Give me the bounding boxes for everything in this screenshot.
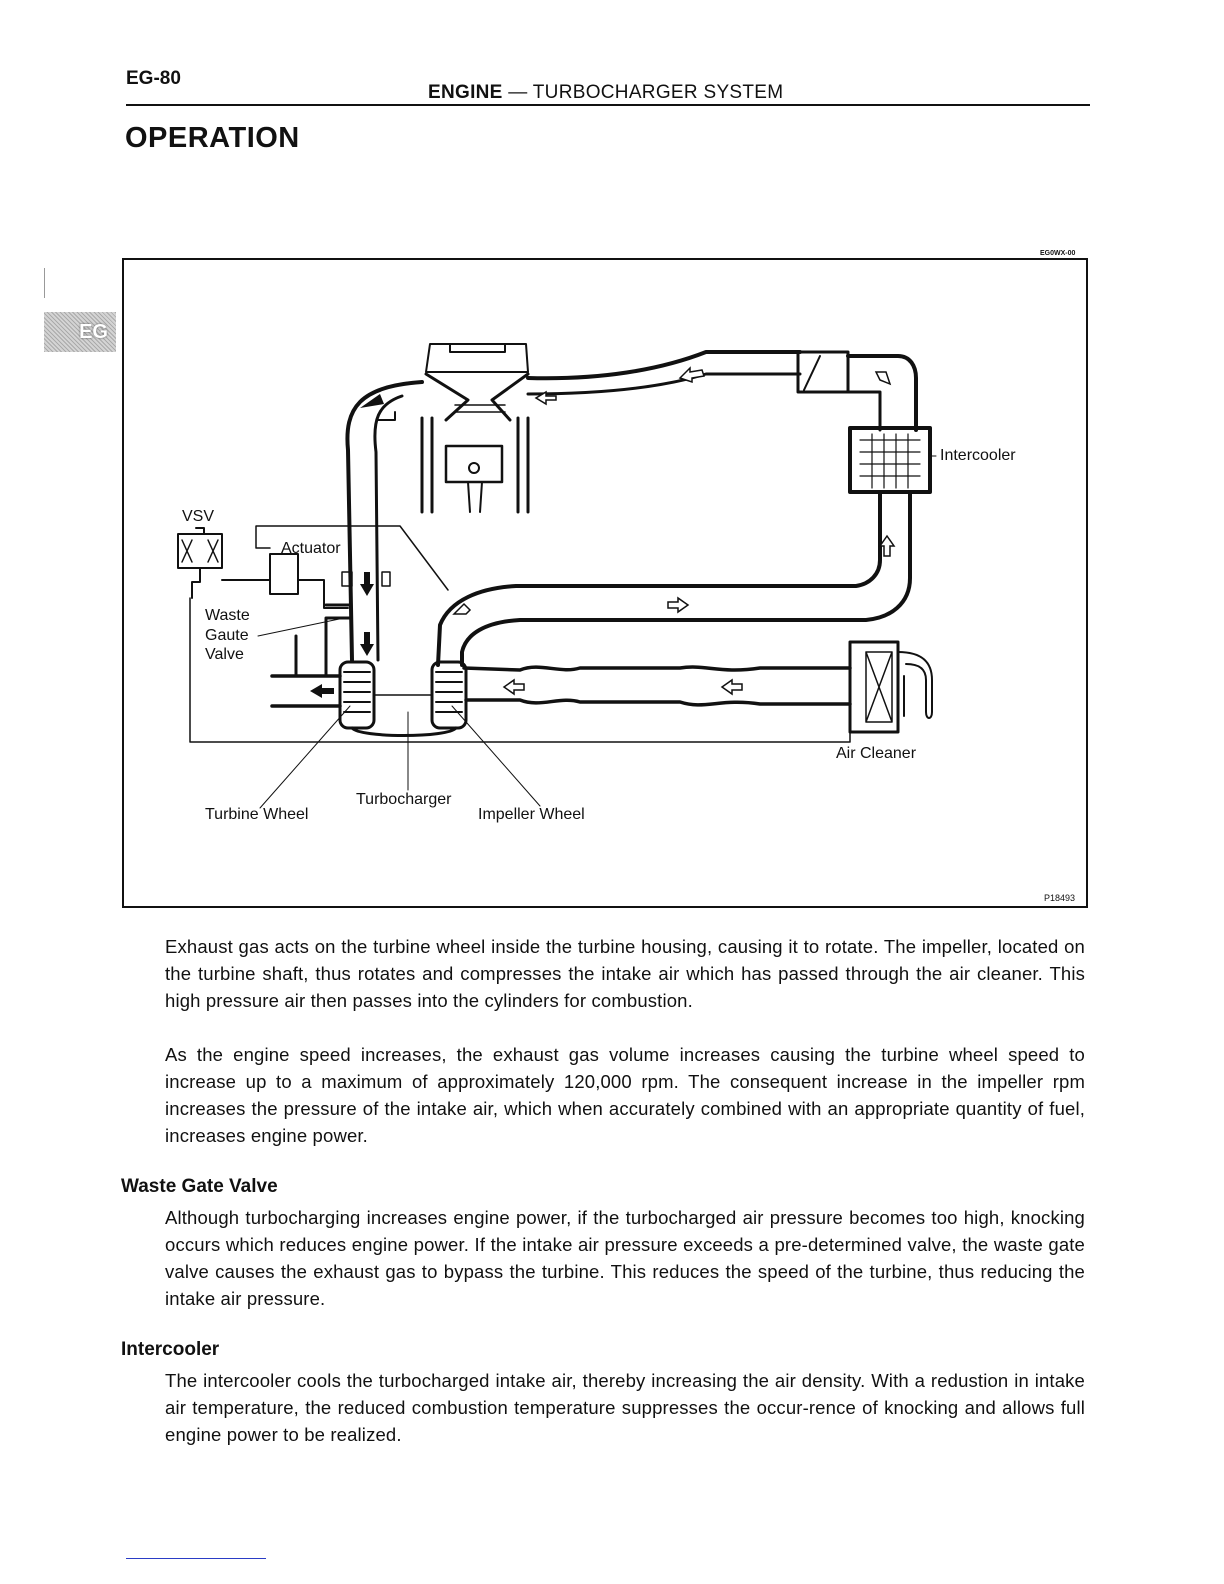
throttle-body [796,350,850,394]
heading-intercooler: Intercooler [121,1339,220,1360]
paragraph-intercooler: The intercooler cools the turbocharged i… [165,1370,1085,1445]
valve-cover [425,343,529,373]
section-title: OPERATION [125,122,300,154]
running-header: ENGINE — TURBOCHARGER SYSTEM [428,82,783,104]
paragraph-operation-2: As the engine speed increases, the exhau… [165,1044,1085,1146]
actuator-body [269,553,299,595]
connecting-rod [467,481,483,513]
arrow-intake-upper [678,366,705,384]
paragraph-waste-gate-valve: Although turbocharging increases engine … [165,1207,1085,1309]
leader-waste-gate [257,617,345,637]
air-cleaner-box [848,640,900,734]
label-waste-line2: Gaute [205,627,249,644]
figure-frame [122,258,1088,908]
header-rule [126,104,1090,106]
arrow-intercooler-up [878,534,896,557]
figure-id: P18493 [1044,893,1076,903]
label-air-cleaner: Air Cleaner [836,745,917,762]
vsv-body [177,533,223,569]
label-intercooler: Intercooler [940,447,1016,464]
arrow-boost-right [667,596,690,614]
piston [444,444,504,484]
label-impeller-wheel: Impeller Wheel [478,806,585,823]
arrow-compressor-out [452,602,472,615]
label-vsv: VSV [182,508,215,525]
arrow-air-left-2 [720,678,743,696]
intercooler-core [848,426,932,494]
figure-code: EG0WX-00 [1038,250,1078,257]
label-turbocharger: Turbocharger [356,791,452,808]
exhaust-outlet [270,674,342,708]
label-actuator: Actuator [281,540,341,557]
air-inlet-pipe [462,665,852,672]
footer-rule [126,1558,266,1559]
cylinder-walls [420,416,530,514]
paragraph-operation-1: Exhaust gas acts on the turbine wheel in… [165,936,1085,1011]
header-subsection: TURBOCHARGER SYSTEM [532,82,784,103]
arrow-down-2 [360,632,374,656]
header-section: ENGINE [428,82,503,103]
exhaust-pipe [345,380,424,662]
side-margin-mark [44,268,45,298]
heading-waste-gate-valve: Waste Gate Valve [121,1176,278,1197]
arrow-exhaust-out [310,684,334,698]
arrow-throttle [874,371,892,386]
intake-pipe-upper [526,350,802,381]
leader-impeller [451,705,541,807]
side-tab-eg: EG [44,312,116,352]
arrow-exhaust-down [360,394,384,408]
arrow-down-1 [360,572,374,596]
arrow-air-left-1 [502,678,525,696]
intake-port [424,372,530,422]
label-turbine-wheel: Turbine Wheel [205,806,309,823]
arrow-intake-left [534,390,557,406]
page-number: EG-80 [126,68,181,89]
boost-pipe [436,492,882,667]
label-waste-line1: Waste [205,607,250,624]
leader-turbine [259,705,351,809]
header-separator: — [502,82,533,103]
label-waste-line3: Valve [205,646,244,663]
